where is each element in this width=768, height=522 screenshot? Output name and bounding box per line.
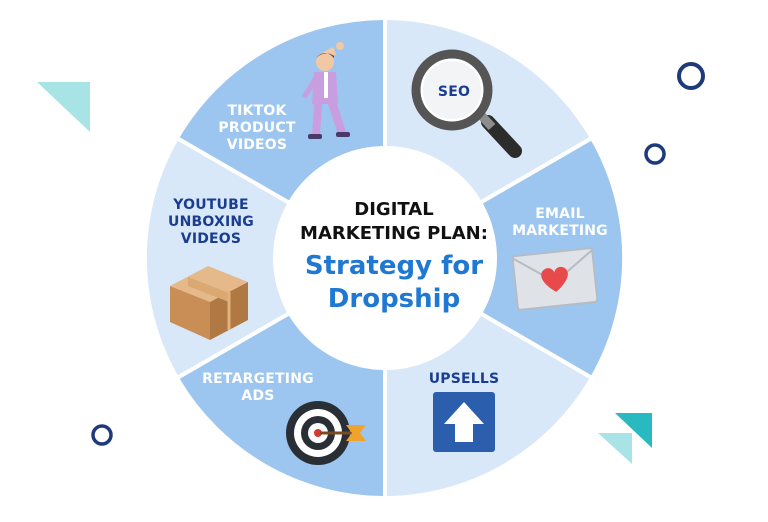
box-icon — [170, 266, 248, 340]
center-circle — [273, 146, 497, 370]
segment-email-marketing — [381, 135, 627, 381]
ring-top-right-icon — [677, 62, 705, 90]
teal-triangle-left-icon — [37, 82, 90, 132]
teal-triangle-right-large-icon — [615, 413, 652, 448]
envelope-heart-icon — [511, 247, 599, 311]
up-arrow-icon — [433, 392, 495, 452]
ring-mid-right-icon — [644, 143, 666, 165]
dancer-icon — [302, 42, 350, 139]
teal-triangle-right-small-icon — [598, 433, 632, 464]
magnifier-icon — [411, 49, 522, 158]
target-icon — [286, 401, 366, 465]
ring-bottom-left-icon — [91, 424, 113, 446]
